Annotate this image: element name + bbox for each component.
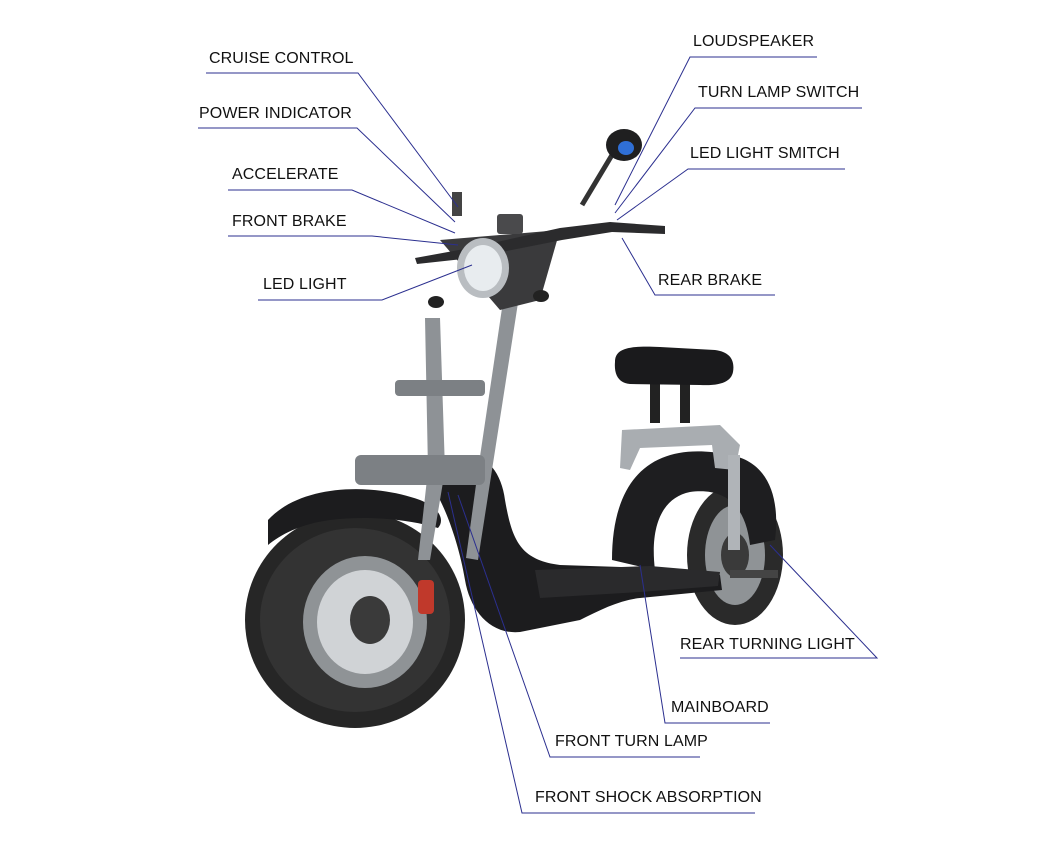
leader-mainboard — [639, 564, 770, 724]
leader-led-light-switch — [616, 168, 845, 221]
leader-cruise-control — [206, 72, 459, 208]
label-front-turn-lamp: FRONT TURN LAMP — [555, 733, 708, 750]
seat — [614, 346, 734, 386]
leader-front-brake — [228, 235, 459, 246]
label-led-light: LED LIGHT — [263, 276, 347, 293]
leader-loudspeaker — [614, 56, 817, 206]
front-turn-lamp-left — [428, 296, 444, 308]
label-rear-brake: REAR BRAKE — [658, 272, 763, 289]
leader-rear-brake — [621, 237, 775, 296]
footboard — [535, 566, 720, 598]
front-fork-left — [418, 318, 445, 560]
label-loudspeaker: LOUDSPEAKER — [693, 33, 815, 50]
seat-post-left — [650, 378, 660, 423]
leader-power-indicator — [198, 127, 456, 223]
fork-clamp — [355, 455, 485, 485]
seat-support — [620, 425, 740, 470]
leader-rear-turning-light — [680, 544, 879, 659]
label-rear-turning-light: REAR TURNING LIGHT — [680, 636, 855, 653]
rear-footrest — [730, 570, 778, 578]
label-power-indicator: POWER INDICATOR — [199, 105, 352, 122]
front-fender — [268, 489, 441, 545]
label-led-light-switch: LED LIGHT SMITCH — [690, 145, 840, 162]
label-cruise-control: CRUISE CONTROL — [209, 50, 354, 67]
front-fork-right — [466, 288, 520, 560]
headlight-lens — [464, 245, 502, 291]
leader-led-light — [258, 264, 473, 301]
upper-clamp — [395, 380, 485, 396]
front-wheel — [245, 512, 465, 728]
mirror-lens — [618, 141, 634, 155]
front-turn-lamp-right — [533, 290, 549, 302]
rear-shock — [728, 455, 740, 550]
speaker-display — [497, 214, 523, 234]
mirror-arm — [579, 148, 618, 207]
label-accelerate: ACCELERATE — [232, 166, 339, 183]
leader-front-shock-absorption — [447, 491, 755, 814]
label-front-shock-absorption: FRONT SHOCK ABSORPTION — [535, 789, 762, 806]
label-front-brake: FRONT BRAKE — [232, 213, 347, 230]
seat-post-right — [680, 378, 690, 423]
brake-caliper — [418, 580, 434, 614]
left-mirror — [452, 192, 462, 216]
leader-lines — [198, 56, 879, 814]
leader-accelerate — [228, 189, 456, 234]
leader-turn-lamp-switch — [614, 107, 862, 214]
label-turn-lamp-switch: TURN LAMP SWITCH — [698, 84, 860, 101]
label-mainboard: MAINBOARD — [671, 699, 769, 716]
leader-front-turn-lamp — [457, 494, 700, 758]
